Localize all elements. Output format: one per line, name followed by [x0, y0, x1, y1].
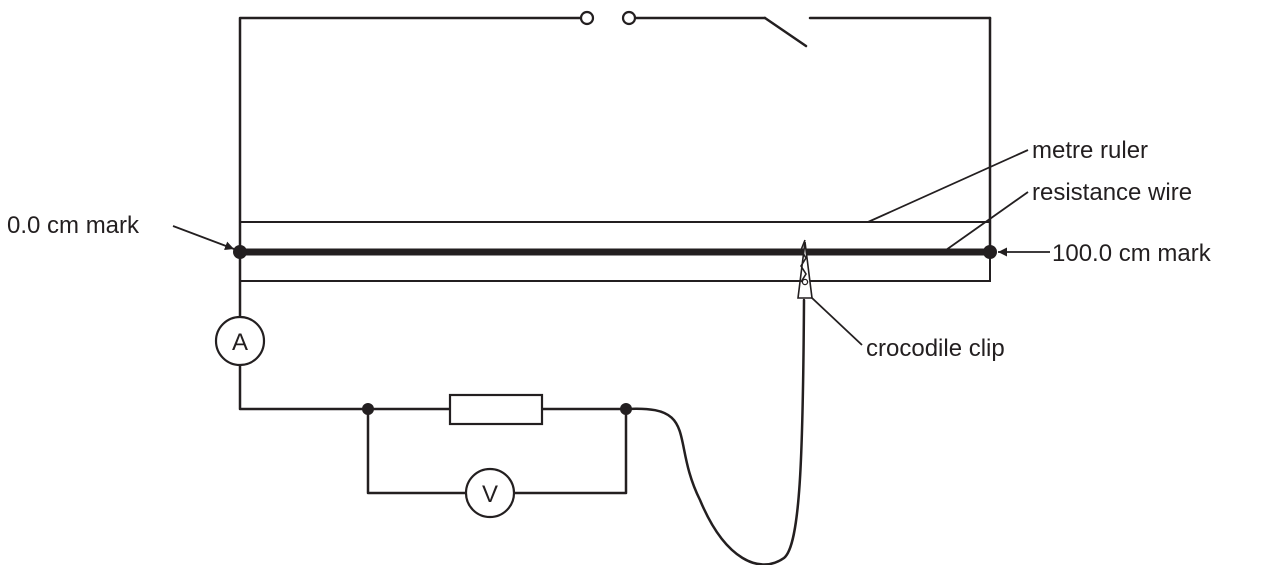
metre-ruler-text: metre ruler: [1032, 137, 1148, 164]
crocodile-clip: [797, 239, 813, 299]
node-hundred-mark: [983, 245, 997, 259]
terminal-right: [621, 10, 637, 26]
label-hundred-mark: 100.0 cm mark: [998, 240, 1212, 267]
resistance-wire-text: resistance wire: [1032, 179, 1192, 206]
label-metre-ruler: metre ruler: [867, 137, 1148, 223]
left-circuit-wire: [238, 250, 628, 411]
voltmeter-branch: [366, 407, 628, 495]
ammeter: A: [214, 315, 266, 367]
crocodile-clip-text: crocodile clip: [866, 335, 1005, 362]
label-resistance-wire: resistance wire: [945, 179, 1192, 251]
label-zero-mark: 0.0 cm mark: [7, 212, 235, 251]
power-supply-terminals: [579, 10, 637, 26]
terminal-left: [579, 10, 595, 26]
flying-lead: [624, 298, 806, 565]
hundred-mark-text: 100.0 cm mark: [1052, 240, 1212, 267]
voltmeter: V: [464, 467, 516, 519]
voltmeter-symbol: V: [482, 481, 498, 508]
label-crocodile-clip: crocodile clip: [811, 297, 1005, 362]
zero-mark-text: 0.0 cm mark: [7, 212, 140, 239]
resistor: [448, 393, 544, 426]
open-switch: [763, 16, 808, 48]
ammeter-symbol: A: [232, 329, 248, 356]
top-circuit-wire: [238, 16, 992, 254]
